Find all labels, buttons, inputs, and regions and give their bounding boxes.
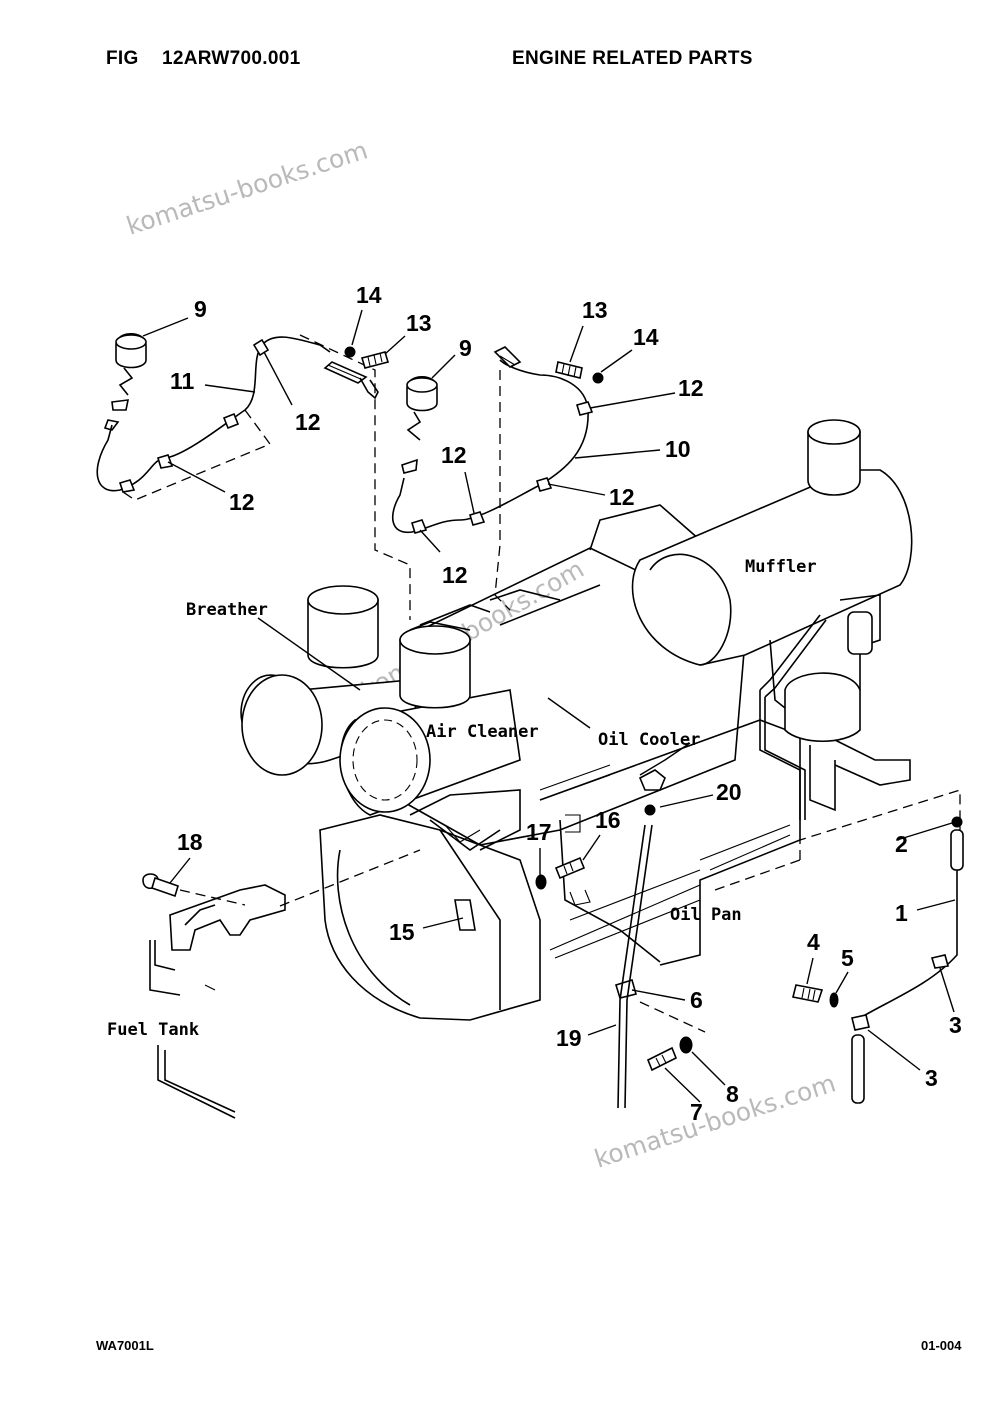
callout-11: 11 [170, 368, 195, 394]
document-code: WA7001L [96, 1338, 154, 1353]
figure-title: ENGINE RELATED PARTS [512, 48, 753, 69]
callout-4: 4 [807, 929, 820, 955]
callout-14: 14 [356, 282, 382, 308]
callout-13: 13 [406, 310, 432, 336]
callout-9: 9 [459, 335, 472, 361]
callout-15: 15 [389, 919, 415, 945]
callout-16: 16 [595, 807, 621, 833]
label-oil-cooler: Oil Cooler [598, 730, 700, 750]
callout-20: 20 [716, 779, 742, 805]
callout-12: 12 [678, 375, 704, 401]
callout-14: 14 [633, 324, 659, 350]
figure-number: 12ARW700.001 [162, 48, 301, 69]
label-breather: Breather [186, 600, 268, 620]
page-number: 01-004 [921, 1338, 962, 1353]
callout-6: 6 [690, 987, 703, 1013]
callout-12: 12 [442, 562, 468, 588]
callout-19: 19 [556, 1025, 582, 1051]
callout-8: 8 [726, 1081, 739, 1107]
watermark-top: komatsu-books.com [123, 135, 371, 240]
drain-assembly [142, 789, 964, 1104]
callout-12: 12 [295, 409, 321, 435]
label-oil-pan: Oil Pan [670, 905, 742, 925]
callout-3: 3 [949, 1012, 962, 1038]
callout-3: 3 [925, 1065, 938, 1091]
callout-12: 12 [229, 489, 255, 515]
leader-lines [142, 309, 956, 1103]
wiring-harness [96, 332, 604, 620]
watermark-bottom: komatsu-books.com [591, 1068, 839, 1173]
callout-9: 9 [194, 296, 207, 322]
label-muffler: Muffler [745, 557, 817, 577]
callout-13: 13 [582, 297, 608, 323]
callout-5: 5 [841, 945, 854, 971]
callout-7: 7 [690, 1099, 703, 1125]
label-fuel-tank: Fuel Tank [107, 1020, 199, 1040]
figure-label: FIG [106, 48, 139, 69]
callout-17: 17 [526, 819, 552, 845]
callout-10: 10 [665, 436, 691, 462]
engine-assembly [240, 419, 913, 1109]
callout-18: 18 [177, 829, 203, 855]
callout-12: 12 [441, 442, 467, 468]
label-air-cleaner: Air Cleaner [426, 722, 539, 742]
callout-2: 2 [895, 831, 908, 857]
callout-12: 12 [609, 484, 635, 510]
fuel-tank-assembly [149, 884, 286, 1119]
callout-1: 1 [895, 900, 908, 926]
